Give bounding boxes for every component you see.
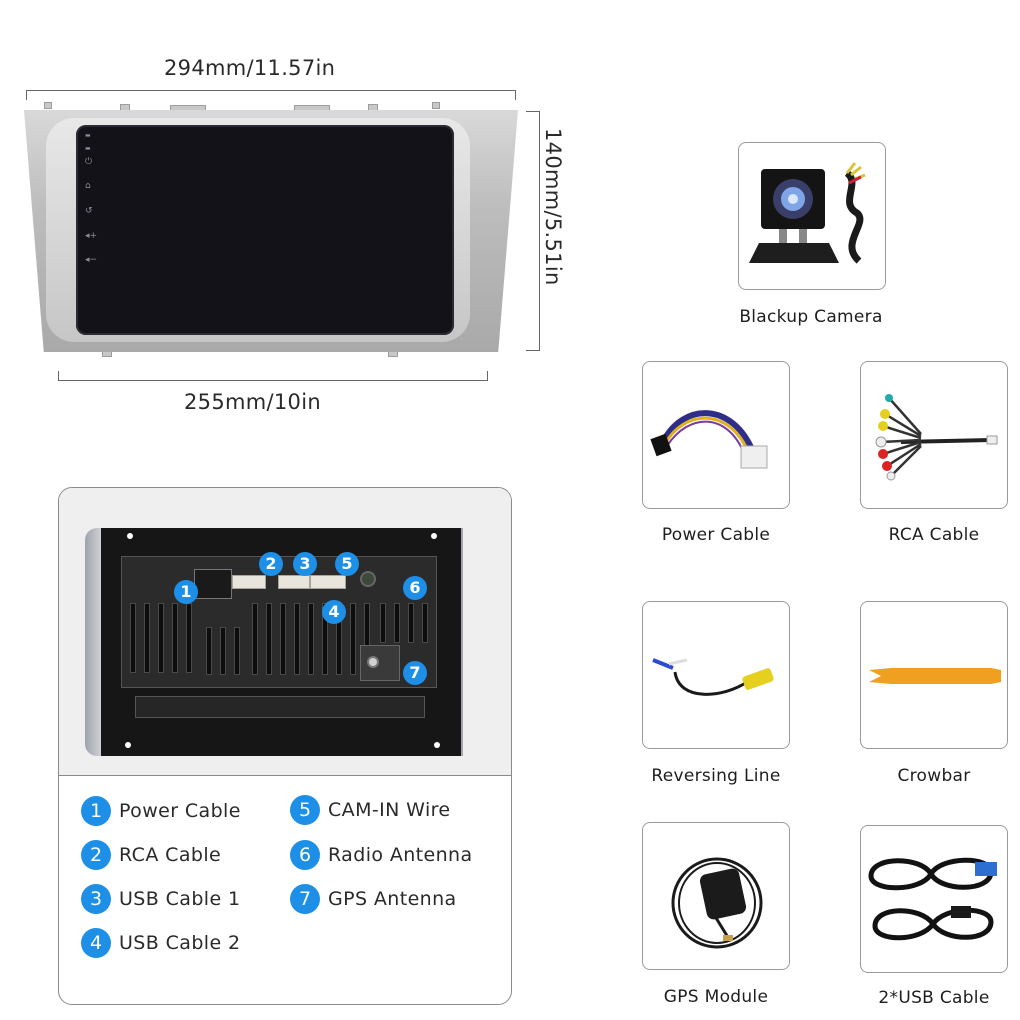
height-label: 140mm/5.51in <box>541 128 565 286</box>
legend-label: RCA Cable <box>119 844 222 866</box>
chassis-rail <box>135 696 425 718</box>
legend-label: USB Cable 2 <box>119 932 241 954</box>
accessory-card-reversing-line <box>642 601 790 749</box>
accessory-label: Crowbar <box>897 766 971 786</box>
legend-item: 4 USB Cable 2 <box>81 928 241 958</box>
legend-number: 6 <box>290 840 320 870</box>
rear-panel-photo: 1 2 3 5 4 6 7 <box>59 488 511 776</box>
legend-item: 7 GPS Antenna <box>290 884 457 914</box>
cam-in-port <box>310 575 346 589</box>
mount-tab <box>368 104 378 111</box>
legend-item: 1 Power Cable <box>81 796 241 826</box>
legend-item: 3 USB Cable 1 <box>81 884 241 914</box>
legend-item: 2 RCA Cable <box>81 840 221 870</box>
bottom-width-label: 255mm/10in <box>184 390 321 414</box>
chassis-body <box>121 556 437 688</box>
legend-label: GPS Antenna <box>328 888 457 910</box>
rear-plate: 1 2 3 5 4 6 7 <box>101 528 461 756</box>
accessory-label: Power Cable <box>661 525 771 545</box>
top-width-label: 294mm/11.57in <box>164 56 336 80</box>
callout-badge: 6 <box>403 576 427 600</box>
legend-label: USB Cable 1 <box>119 888 241 910</box>
legend-number: 2 <box>81 840 111 870</box>
mount-tab <box>44 102 52 109</box>
height-line <box>526 111 540 351</box>
accessory-card-power-cable <box>642 361 790 509</box>
accessory-label: Reversing Line <box>651 766 781 786</box>
legend-number: 1 <box>81 796 111 826</box>
accessory-card-rca-cable <box>860 361 1008 509</box>
top-width-line <box>26 90 516 100</box>
callout-badge: 1 <box>174 580 198 604</box>
bottom-width-line <box>58 371 488 381</box>
power-cable-icon <box>650 410 768 469</box>
legend-label: Radio Antenna <box>328 844 473 866</box>
accessory-label: Blackup Camera <box>739 307 883 327</box>
rear-panel-box: 1 2 3 5 4 6 7 1 Power Cable 2 RCA Cable … <box>58 487 512 1005</box>
callout-badge: 4 <box>322 600 346 624</box>
back-icon[interactable]: ↺ <box>85 206 93 216</box>
legend-number: 5 <box>290 795 320 825</box>
rca-cable-icon <box>875 394 998 481</box>
power-icon[interactable]: ⏻ <box>85 157 93 167</box>
accessory-card-usb-cable <box>860 825 1008 973</box>
accessory-label: 2*USB Cable <box>878 988 990 1008</box>
volume-up-icon[interactable]: ◂+ <box>85 231 98 241</box>
rca-port <box>232 575 266 589</box>
gps-antenna-block <box>360 645 400 681</box>
usb-cable-icon <box>868 857 997 941</box>
legend-label: Power Cable <box>119 800 241 822</box>
reversing-line-icon <box>652 658 774 696</box>
callout-badge: 2 <box>259 552 283 576</box>
legend-item: 6 Radio Antenna <box>290 840 473 870</box>
reset-icon[interactable]: ▬ <box>85 145 91 152</box>
home-icon[interactable]: ⌂ <box>85 181 91 191</box>
callout-badge: 3 <box>293 552 317 576</box>
backup-camera-icon <box>749 162 866 264</box>
accessory-label: GPS Module <box>663 987 769 1007</box>
radio-antenna-port <box>360 571 376 587</box>
mount-tab <box>432 102 440 109</box>
usb-port-1 <box>278 575 310 589</box>
power-port <box>194 569 232 599</box>
legend-number: 3 <box>81 884 111 914</box>
gps-antenna-port <box>367 656 379 668</box>
crowbar-icon <box>869 668 1001 684</box>
accessory-label: RCA Cable <box>888 525 980 545</box>
accessory-card-gps-module <box>642 822 790 970</box>
legend-item: 5 CAM-IN Wire <box>290 795 451 825</box>
legend-number: 4 <box>81 928 111 958</box>
legend-label: CAM-IN Wire <box>328 799 451 821</box>
gps-module-icon <box>671 857 763 949</box>
volume-down-icon[interactable]: ◂− <box>85 255 98 265</box>
mount-tab <box>120 104 130 111</box>
touch-screen[interactable]: ▬ ▬ ⏻ ⌂ ↺ ◂+ ◂− <box>76 125 454 335</box>
callout-badge: 7 <box>403 661 427 685</box>
mic-icon[interactable]: ▬ <box>85 132 91 139</box>
accessory-card-crowbar <box>860 601 1008 749</box>
callout-badge: 5 <box>335 552 359 576</box>
accessory-card-backup-camera <box>738 142 886 290</box>
legend-number: 7 <box>290 884 320 914</box>
